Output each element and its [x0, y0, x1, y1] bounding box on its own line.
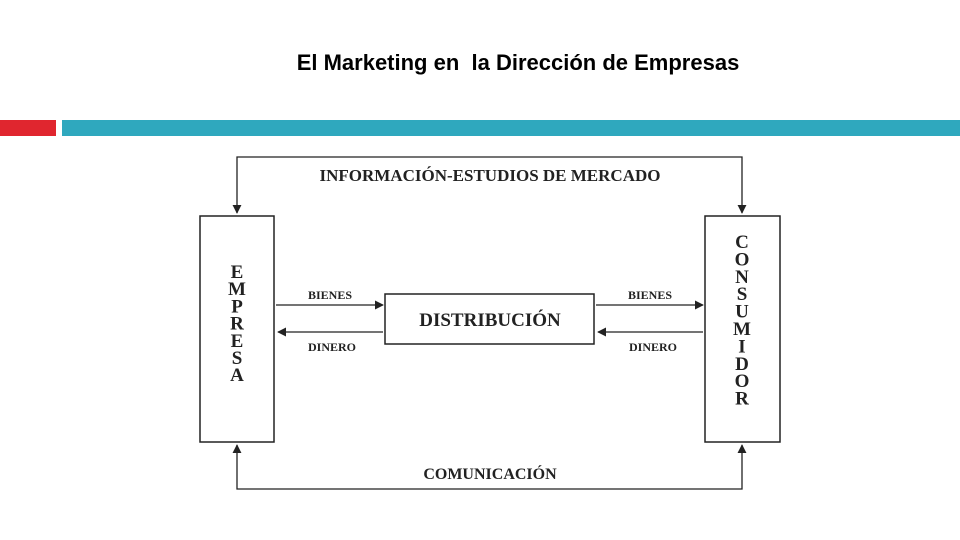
empresa-letter: E — [231, 262, 244, 283]
consumidor-letter: R — [735, 389, 749, 410]
empresa-letter: P — [231, 296, 243, 317]
empresa-letter: R — [230, 314, 244, 335]
empresa-letter: E — [231, 331, 244, 352]
empresa-letter: M — [228, 279, 246, 300]
left-money-label: DINERO — [308, 340, 356, 354]
distribucion-box — [384, 293, 595, 345]
top-info-label: INFORMACIÓN-ESTUDIOS DE MERCADO — [320, 166, 661, 185]
consumidor-letter: C — [735, 232, 749, 253]
right-goods-label: BIENES — [628, 288, 672, 302]
consumidor-letter: S — [737, 284, 748, 305]
empresa-letter: S — [232, 348, 243, 369]
accent-bar-teal — [62, 120, 960, 136]
consumidor-letter: D — [735, 354, 749, 375]
consumidor-letter: M — [733, 319, 751, 340]
consumidor-box — [704, 215, 781, 443]
consumidor-letter: O — [735, 249, 750, 270]
bottom-communication-label: COMUNICACIÓN — [423, 464, 557, 483]
consumidor-letter: U — [735, 302, 749, 323]
left-goods-label: BIENES — [308, 288, 352, 302]
empresa-letter: A — [230, 365, 244, 386]
accent-bar-red — [0, 120, 56, 136]
empresa-box — [199, 215, 275, 443]
distribucion-label: DISTRIBUCIÓN — [419, 309, 561, 331]
right-money-label: DINERO — [629, 340, 677, 354]
consumidor-letter: O — [735, 371, 750, 392]
bottom-communication-loop-line — [232, 444, 747, 490]
consumidor-letter: N — [735, 267, 749, 288]
top-info-loop-line — [232, 156, 747, 214]
consumidor-letter: I — [738, 336, 745, 357]
slide-title-text: El Marketing en la Dirección de Empresas — [296, 50, 740, 75]
slide-title: El Marketing en la Dirección de Empresas — [0, 50, 960, 76]
